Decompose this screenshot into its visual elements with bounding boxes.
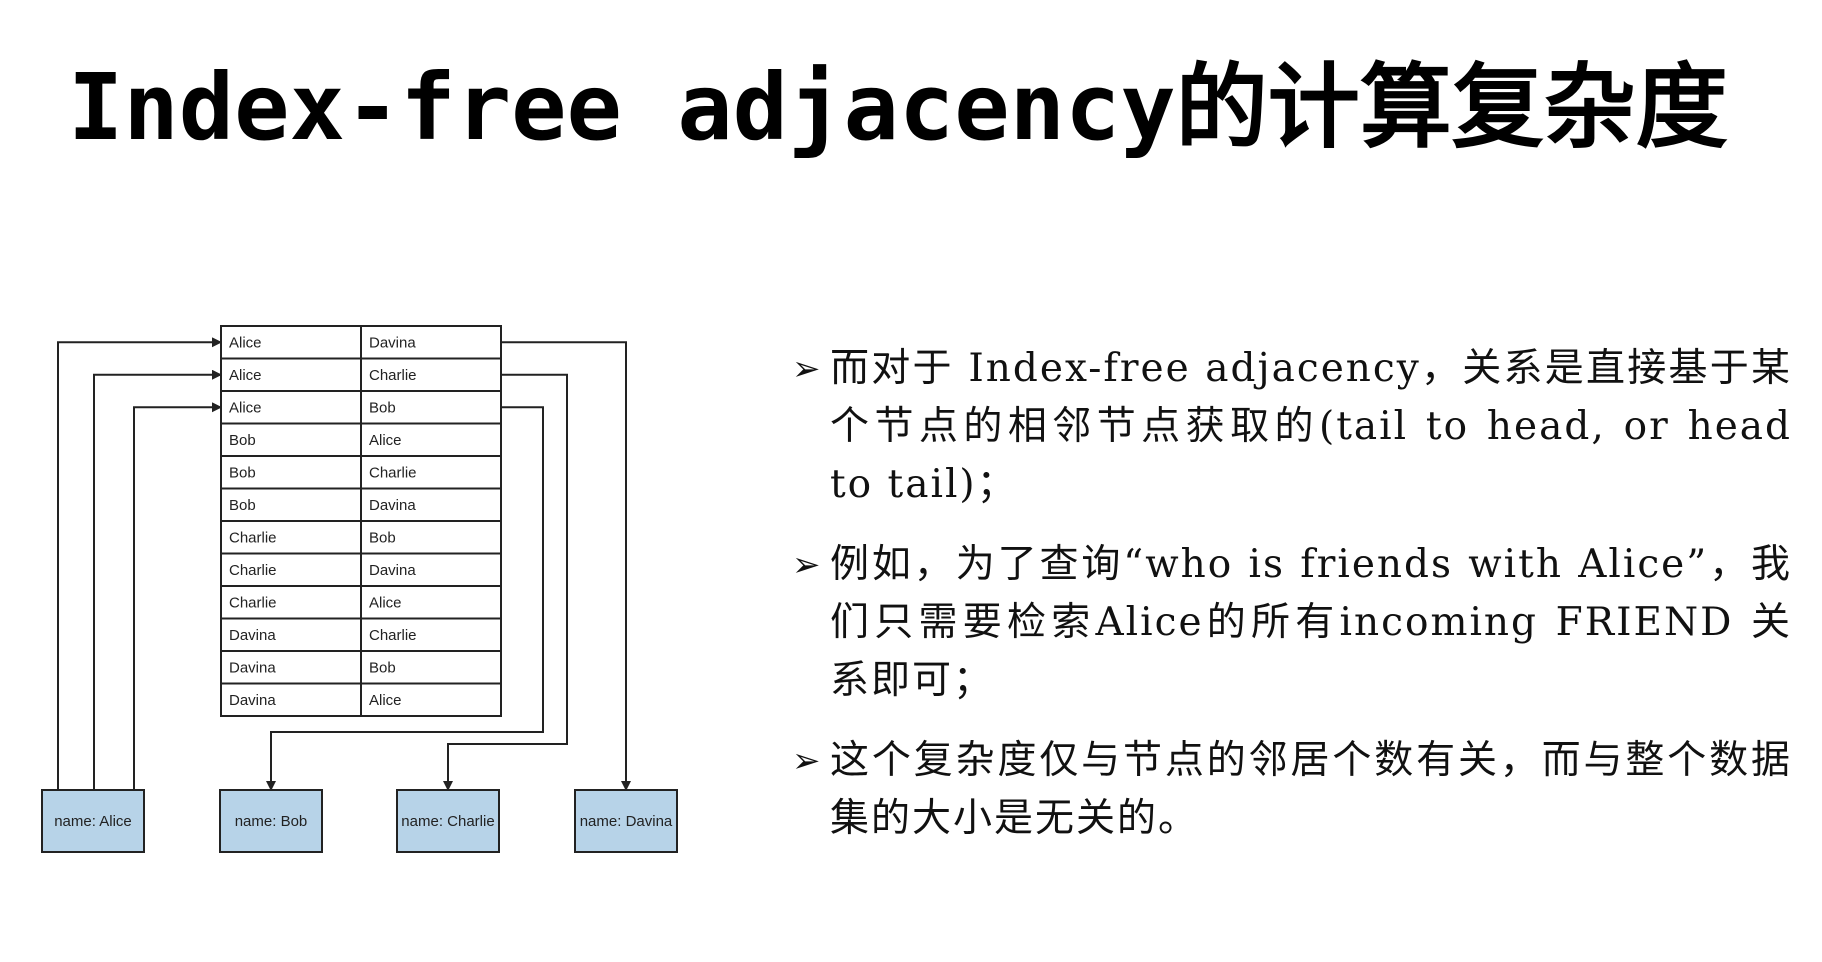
node-boxes: name: Alice name: Bob name: Charlie name: D… [41,789,678,853]
table-cell-to-text: Charlie [369,367,417,384]
table-cell-from-text: Bob [229,432,256,449]
table-cell-from-text: Davina [229,659,276,676]
table-cell-from [220,585,362,620]
table-cell-from-text: Bob [229,497,256,514]
connector-arrow [57,337,222,790]
node-label: name: Charlie [401,813,494,830]
bullet-item: ➢ 例如，为了查询“who is friends with Alice”，我们只… [792,536,1792,710]
node-box [396,789,500,853]
table-cell-from-text: Alice [229,367,262,384]
bullet-text: 而对于 Index-free adjacency，关系是直接基于某个节点的相邻节… [830,346,1792,507]
table-cell-from [220,682,362,717]
table-cell-to-text: Alice [369,594,402,611]
table-cell-from [220,617,362,652]
table-cell-to [360,682,502,717]
table-cell-from-text: Alice [229,334,262,351]
table-cell-to-text: Charlie [369,627,417,644]
table-cell-to [360,617,502,652]
table-cell-to [360,390,502,425]
table-cell-from-text: Charlie [229,529,277,546]
bullet-list: ➢ 而对于 Index-free adjacency，关系是直接基于某个节点的相… [792,340,1792,870]
table-cell-from-text: Davina [229,692,276,709]
node-box [574,789,678,853]
slide-title: Index-free adjacency的计算复杂度 [68,54,1728,161]
table-cell-to-text: Bob [369,659,396,676]
table-cell-from-text: Alice [229,399,262,416]
table-cell-to-text: Bob [369,399,396,416]
bullet-item: ➢ 这个复杂度仅与节点的邻居个数有关，而与整个数据集的大小是无关的。 [792,732,1792,848]
arrow-bullet-icon: ➢ [792,349,823,389]
connector-arrow [266,406,544,791]
node-box [41,789,145,853]
table-cell-to-text: Davina [369,562,416,579]
table-cell-from-text: Charlie [229,562,277,579]
node-label: name: Bob [235,813,308,830]
table-cell-to-text: Alice [369,432,402,449]
table-cell-from [220,650,362,685]
table-cell-to-text: Bob [369,529,396,546]
connector-arrow [93,369,222,790]
connector-arrow [501,341,631,791]
table-cell-to-text: Alice [369,692,402,709]
connector-arrow [133,402,222,790]
table-cell-to-text: Davina [369,497,416,514]
table-cell-to-text: Charlie [369,464,417,481]
bullet-text: 这个复杂度仅与节点的邻居个数有关，而与整个数据集的大小是无关的。 [830,738,1792,841]
connector-arrow [443,373,568,791]
table-cell-from-text: Charlie [229,594,277,611]
table-cell-from-text: Davina [229,627,276,644]
table-cell-to [360,585,502,620]
connector-lines [57,337,631,791]
bullet-item: ➢ 而对于 Index-free adjacency，关系是直接基于某个节点的相… [792,340,1792,514]
table-cell-to [360,552,502,587]
arrow-bullet-icon: ➢ [792,545,823,585]
table-cell-to [360,520,502,555]
table-cell-to-text: Davina [369,334,416,351]
table-cell-to [360,422,502,457]
node-label: name: Alice [54,813,132,830]
node-label: name: Davina [580,813,673,830]
table-cell-to [360,455,502,490]
node-box [219,789,323,853]
table-cell-to [360,650,502,685]
bullet-text: 例如，为了查询“who is friends with Alice”，我们只需要… [830,542,1792,703]
table-cell-to [360,487,502,522]
table-cell-from-text: Bob [229,464,256,481]
arrow-bullet-icon: ➢ [792,741,823,781]
